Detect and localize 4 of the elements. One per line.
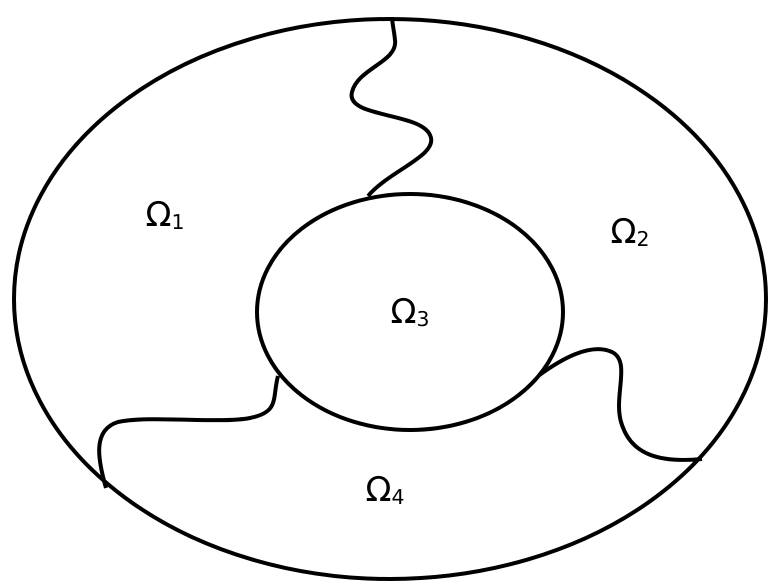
region-label: Ω$_{4}$ <box>366 472 404 508</box>
region-label: Ω$_{2}$ <box>610 214 650 250</box>
region-label: Ω$_{3}$ <box>390 294 430 330</box>
region-label: Ω$_{1}$ <box>146 198 184 232</box>
